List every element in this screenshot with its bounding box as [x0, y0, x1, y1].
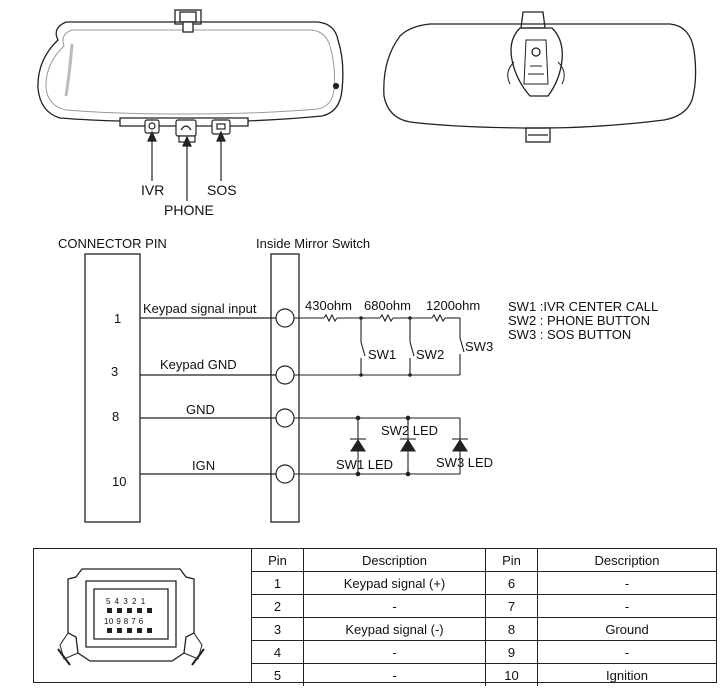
resistor-switch-network [294, 313, 465, 376]
signal-label-pin-3: Keypad GND [160, 357, 237, 372]
terminal-pin-3 [275, 365, 295, 385]
signal-label-pin-1: Keypad signal input [143, 301, 257, 316]
table-cell: - [303, 663, 486, 686]
mirror-switch-header: Inside Mirror Switch [256, 236, 370, 251]
mirror-callouts [147, 130, 226, 201]
table-cell: 3 [252, 617, 304, 641]
resistor-label-3: 1200ohm [426, 298, 480, 313]
table-cell: 7 [485, 594, 538, 618]
mirror-front-view [37, 9, 344, 127]
table-header-row: Pin Description Pin Description [252, 549, 716, 572]
table-cell: Ignition [537, 663, 716, 686]
mirror-rear-view [383, 11, 697, 143]
table-row: 3 Keypad signal (-) 8 Ground [252, 617, 716, 641]
pin-number-8: 8 [112, 409, 119, 424]
led-label-sw2: SW2 LED [381, 423, 438, 438]
led-label-sw1: SW1 LED [336, 457, 393, 472]
terminal-pin-10 [275, 464, 295, 484]
terminal-pin-8 [275, 408, 295, 428]
table-row: 2 - 7 - [252, 594, 716, 618]
table-cell: 6 [485, 571, 538, 595]
legend-sw2: SW2 : PHONE BUTTON [508, 313, 650, 328]
table-cell: 5 [252, 663, 304, 686]
sw3-led-icon [451, 438, 469, 452]
pin-number-3: 3 [111, 364, 118, 379]
ivr-label: IVR [141, 182, 164, 198]
connector-pin-header: CONNECTOR PIN [58, 236, 167, 251]
wiring-diagram: IVR PHONE SOS CONNECTOR PIN Inside Mirro… [37, 9, 697, 523]
led-label-sw3: SW3 LED [436, 455, 493, 470]
phone-button-icon [175, 119, 197, 137]
switch-label-sw3: SW3 [465, 339, 493, 354]
connector-pin-block [84, 253, 141, 523]
table-cell: 4 [252, 640, 304, 664]
header-description-left: Description [303, 549, 486, 572]
legend-sw3: SW3 : SOS BUTTON [508, 327, 631, 342]
connector-face-bottom-numbers: 10 9 8 7 6 [104, 617, 144, 626]
switch-label-sw1: SW1 [368, 347, 396, 362]
table-row: 4 - 9 - [252, 640, 716, 664]
resistor-label-1: 430ohm [305, 298, 352, 313]
led-symbols [349, 415, 469, 477]
signal-label-pin-8: GND [186, 402, 215, 417]
connector-icon: 5 4 3 2 1 10 9 8 7 6 [57, 568, 205, 666]
pin-number-1: 1 [114, 311, 121, 326]
table-cell: Ground [537, 617, 716, 641]
table-cell: - [537, 594, 716, 618]
connector-face-illustration: 5 4 3 2 1 10 9 8 7 6 [34, 549, 252, 682]
header-pin-left: Pin [252, 549, 304, 572]
table-cell: - [537, 571, 716, 595]
sw1-led-icon [349, 438, 367, 452]
signal-label-pin-10: IGN [192, 458, 215, 473]
connector-face-top-numbers: 5 4 3 2 1 [106, 597, 146, 606]
terminal-pin-1 [275, 308, 295, 328]
phone-label: PHONE [164, 202, 214, 218]
table-cell: Keypad signal (-) [303, 617, 486, 641]
table-cell: - [303, 594, 486, 618]
pin-number-10: 10 [112, 474, 126, 489]
legend-sw1: SW1 :IVR CENTER CALL [508, 299, 658, 314]
table-cell: 1 [252, 571, 304, 595]
switch-label-sw2: SW2 [416, 347, 444, 362]
table-cell: 2 [252, 594, 304, 618]
header-pin-right: Pin [485, 549, 538, 572]
table-row: 5 - 10 Ignition [252, 663, 716, 686]
pin-description-table: Pin Description Pin Description 1 Keypad… [252, 549, 716, 686]
table-cell: - [303, 640, 486, 664]
table-cell: 10 [485, 663, 538, 686]
table-cell: 8 [485, 617, 538, 641]
table-cell: Keypad signal (+) [303, 571, 486, 595]
table-cell: - [537, 640, 716, 664]
connector-pin-table: 5 4 3 2 1 10 9 8 7 6 Pin Description Pin… [33, 548, 717, 686]
sw2-led-icon [399, 438, 417, 452]
resistor-label-2: 680ohm [364, 298, 411, 313]
table-cell: 9 [485, 640, 538, 664]
header-description-right: Description [537, 549, 716, 572]
sos-label: SOS [207, 182, 237, 198]
table-row: 1 Keypad signal (+) 6 - [252, 571, 716, 595]
